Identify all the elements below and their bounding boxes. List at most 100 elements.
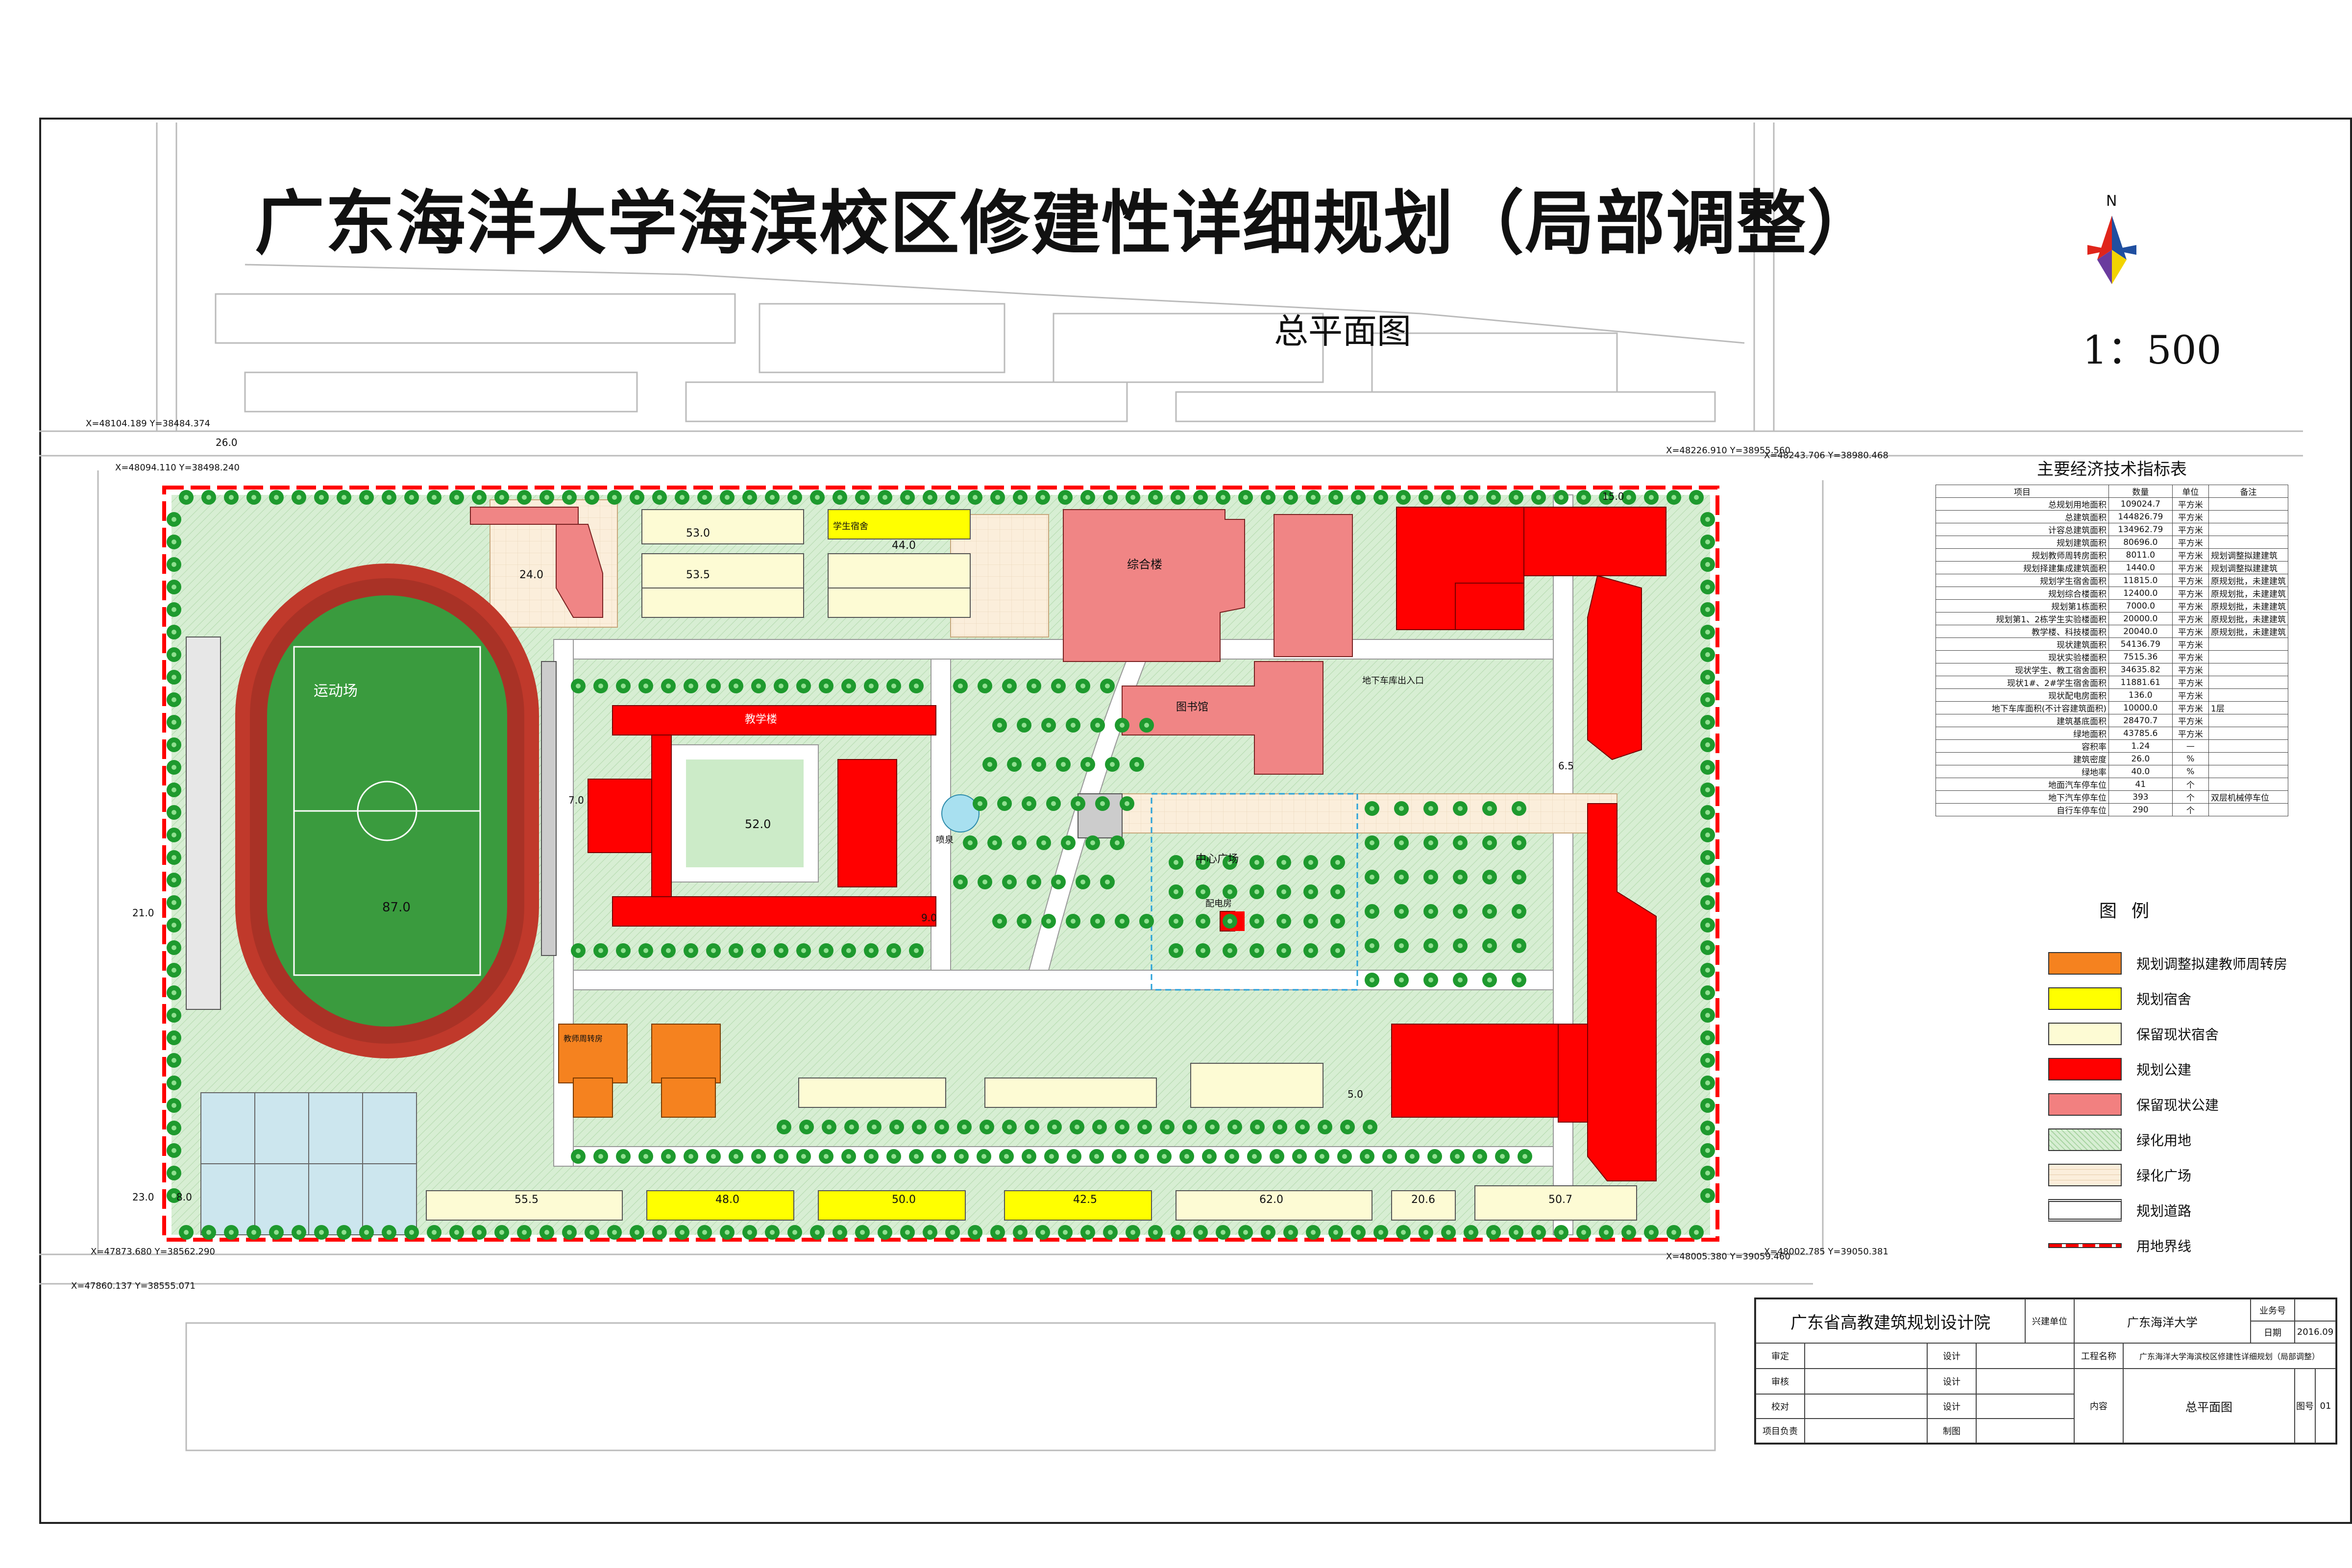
tree-icon xyxy=(1512,835,1526,850)
check-label: 校对 xyxy=(1756,1394,1805,1419)
teaching-complex xyxy=(588,705,936,927)
design-value-2 xyxy=(1976,1369,2074,1394)
index-cell-note: 原规划批，未建建筑 xyxy=(2208,625,2288,638)
index-cell-note: 双层机械停车位 xyxy=(2208,790,2288,804)
tree-icon xyxy=(1041,914,1056,929)
tree-icon xyxy=(923,490,937,505)
page-title: 广东海洋大学海滨校区修建性详细规划（局部调整） xyxy=(255,183,1878,264)
tree-icon xyxy=(1318,1120,1332,1134)
tree-icon xyxy=(765,490,780,505)
coord-label-1: X=48104.189 Y=38484.374 xyxy=(86,418,210,429)
design-value-1 xyxy=(1976,1343,2074,1369)
legend-title: 图例 xyxy=(2099,901,2164,921)
tree-icon xyxy=(1066,914,1080,929)
dim-7: 7.0 xyxy=(568,794,584,806)
tree-icon xyxy=(1002,679,1017,693)
tree-icon xyxy=(1250,855,1264,870)
index-cell-unit: 平方米 xyxy=(2172,676,2209,689)
tree-icon xyxy=(1223,914,1237,929)
tree-icon xyxy=(167,1008,181,1023)
tree-icon xyxy=(593,943,608,958)
index-cell-quantity: 20040.0 xyxy=(2108,625,2173,638)
index-cell-item: 自行车停车位 xyxy=(1935,803,2109,816)
tree-icon xyxy=(1095,796,1110,811)
index-cell-unit: 平方米 xyxy=(2172,587,2209,600)
index-cell-quantity: 26.0 xyxy=(2108,752,2173,765)
tree-icon xyxy=(1464,1225,1478,1240)
tree-icon xyxy=(382,490,396,505)
tree-icon xyxy=(314,1225,329,1240)
tree-icon xyxy=(1027,875,1041,889)
tree-icon xyxy=(706,943,721,958)
tree-icon xyxy=(1365,835,1379,850)
tree-icon xyxy=(1303,855,1318,870)
tree-icon xyxy=(167,580,181,594)
tree-icon xyxy=(1238,1225,1253,1240)
tree-icon xyxy=(774,943,788,958)
index-cell-note xyxy=(2208,510,2288,523)
index-cell-unit: — xyxy=(2172,739,2209,753)
check-value xyxy=(1805,1394,1927,1419)
dim-dorm-4: 42.5 xyxy=(1073,1194,1097,1206)
tree-icon xyxy=(1666,490,1681,505)
tree-icon xyxy=(1250,1120,1265,1134)
tree-icon xyxy=(1700,557,1715,572)
tree-icon xyxy=(616,679,631,693)
tree-icon xyxy=(978,679,992,693)
tree-icon xyxy=(799,1120,814,1134)
tree-icon xyxy=(1394,904,1409,919)
teaching-label: 教学楼 xyxy=(745,713,777,726)
dim-dorm-3: 50.0 xyxy=(892,1194,916,1206)
tree-icon xyxy=(1486,1225,1501,1240)
map-labels: X=48104.189 Y=38484.374 X=48094.110 Y=38… xyxy=(71,418,1888,1291)
tree-icon xyxy=(1303,943,1318,958)
index-cell-quantity: 80696.0 xyxy=(2108,536,2173,549)
tree-icon xyxy=(777,1120,791,1134)
index-cell-quantity: 8011.0 xyxy=(2108,548,2173,562)
tree-icon xyxy=(1441,1225,1456,1240)
tree-icon xyxy=(1295,1120,1310,1134)
tree-icon xyxy=(1644,490,1659,505)
index-cell-quantity: 134962.79 xyxy=(2108,523,2173,536)
tree-icon xyxy=(539,1225,554,1240)
tree-icon xyxy=(1276,943,1291,958)
index-cell-note: 规划调整拟建建筑 xyxy=(2208,548,2288,562)
tree-icon xyxy=(1017,718,1031,733)
index-cell-unit: 个 xyxy=(2172,778,2209,791)
existing-public-buildings xyxy=(470,507,1353,775)
tree-icon xyxy=(1216,1225,1230,1240)
tree-icon xyxy=(1330,914,1345,929)
tree-icon xyxy=(1013,490,1028,505)
tree-icon xyxy=(990,1225,1005,1240)
tree-icon xyxy=(1423,801,1438,816)
tree-icon xyxy=(167,1121,181,1135)
tree-icon xyxy=(1394,801,1409,816)
tree-icon xyxy=(878,1225,892,1240)
tree-icon xyxy=(593,1149,608,1164)
tree-icon xyxy=(1700,692,1715,707)
tree-icon xyxy=(472,490,487,505)
legend-label: 用地界线 xyxy=(2136,1238,2192,1254)
tree-icon xyxy=(1700,1143,1715,1158)
tree-icon xyxy=(796,679,811,693)
tree-icon xyxy=(787,490,802,505)
index-cell-unit: 个 xyxy=(2172,803,2209,816)
tree-icon xyxy=(1427,1149,1442,1164)
tree-icon xyxy=(706,1149,721,1164)
content-label: 内容 xyxy=(2074,1369,2123,1443)
tree-icon xyxy=(1080,757,1095,772)
index-cell-quantity: 20000.0 xyxy=(2108,612,2173,625)
tree-icon xyxy=(1058,490,1073,505)
library-label: 图书馆 xyxy=(1176,701,1208,713)
tree-icon xyxy=(968,490,982,505)
tree-icon xyxy=(179,1225,194,1240)
tree-icon xyxy=(1047,1120,1062,1134)
index-cell-item: 规划综合楼面积 xyxy=(1935,587,2109,600)
tree-icon xyxy=(864,679,879,693)
tree-icon xyxy=(1700,625,1715,639)
